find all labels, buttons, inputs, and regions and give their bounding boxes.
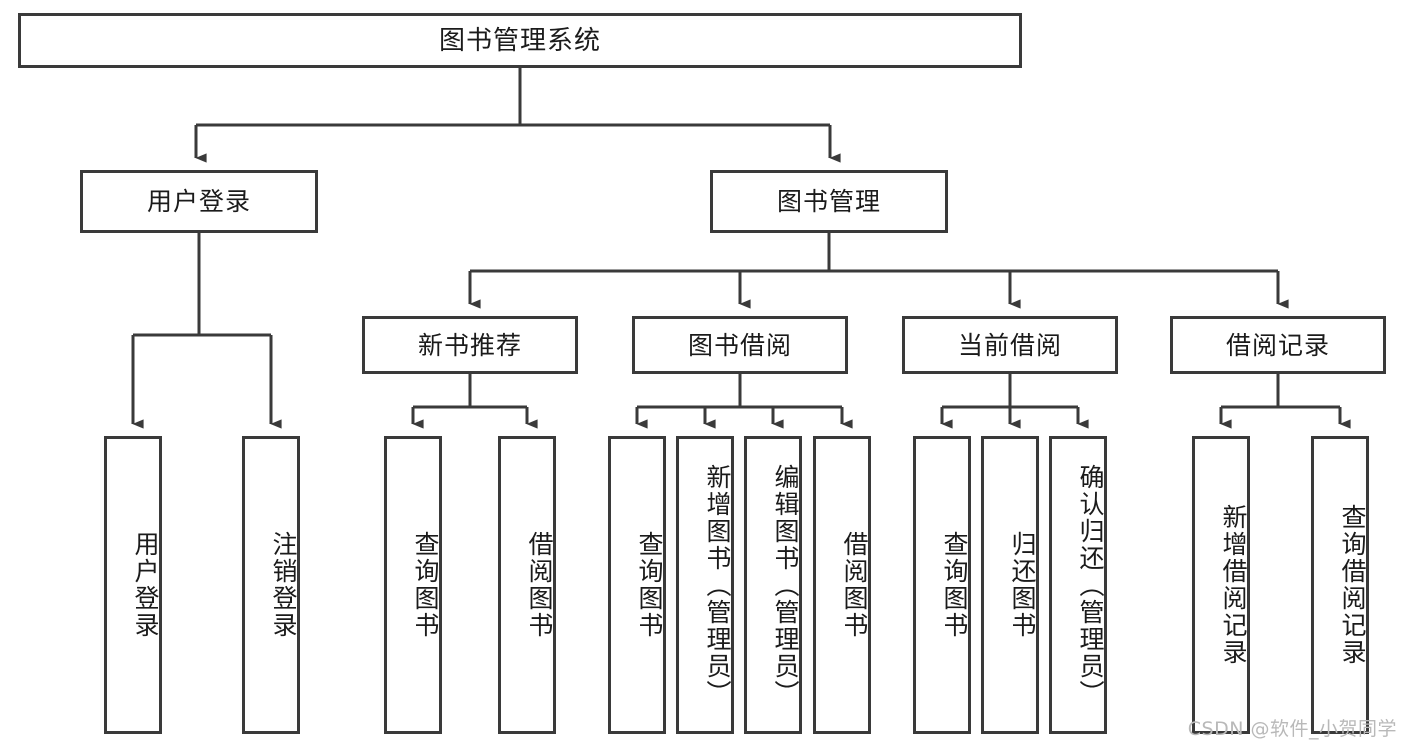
node-book-borrow[interactable]: 图书借阅: [632, 316, 848, 374]
node-book-management[interactable]: 图书管理: [710, 170, 948, 233]
leaf-book-borrow-edit-admin[interactable]: 编辑图书（管理员）: [744, 436, 802, 734]
leaf-borrow-record-query[interactable]: 查询借阅记录: [1311, 436, 1369, 734]
leaf-book-borrow-query[interactable]: 查询图书: [608, 436, 666, 734]
leaf-book-borrow-borrow[interactable]: 借阅图书: [813, 436, 871, 734]
node-user-login[interactable]: 用户登录: [80, 170, 318, 233]
node-current-borrow[interactable]: 当前借阅: [902, 316, 1118, 374]
leaf-new-book-query[interactable]: 查询图书: [384, 436, 442, 734]
csdn-watermark: CSDN @软件_小贺同学: [1187, 718, 1397, 740]
leaf-user-login-login[interactable]: 用户登录: [104, 436, 162, 734]
leaf-book-borrow-add-admin[interactable]: 新增图书（管理员）: [676, 436, 734, 734]
leaf-current-borrow-confirm-return-admin[interactable]: 确认归还（管理员）: [1049, 436, 1107, 734]
leaf-current-borrow-return[interactable]: 归还图书: [981, 436, 1039, 734]
leaf-new-book-borrow[interactable]: 借阅图书: [498, 436, 556, 734]
node-new-book-recommend[interactable]: 新书推荐: [362, 316, 578, 374]
leaf-current-borrow-query[interactable]: 查询图书: [913, 436, 971, 734]
node-borrow-record[interactable]: 借阅记录: [1170, 316, 1386, 374]
leaf-borrow-record-add[interactable]: 新增借阅记录: [1192, 436, 1250, 734]
leaf-user-login-logout[interactable]: 注销登录: [242, 436, 300, 734]
node-root-system[interactable]: 图书管理系统: [18, 13, 1022, 68]
